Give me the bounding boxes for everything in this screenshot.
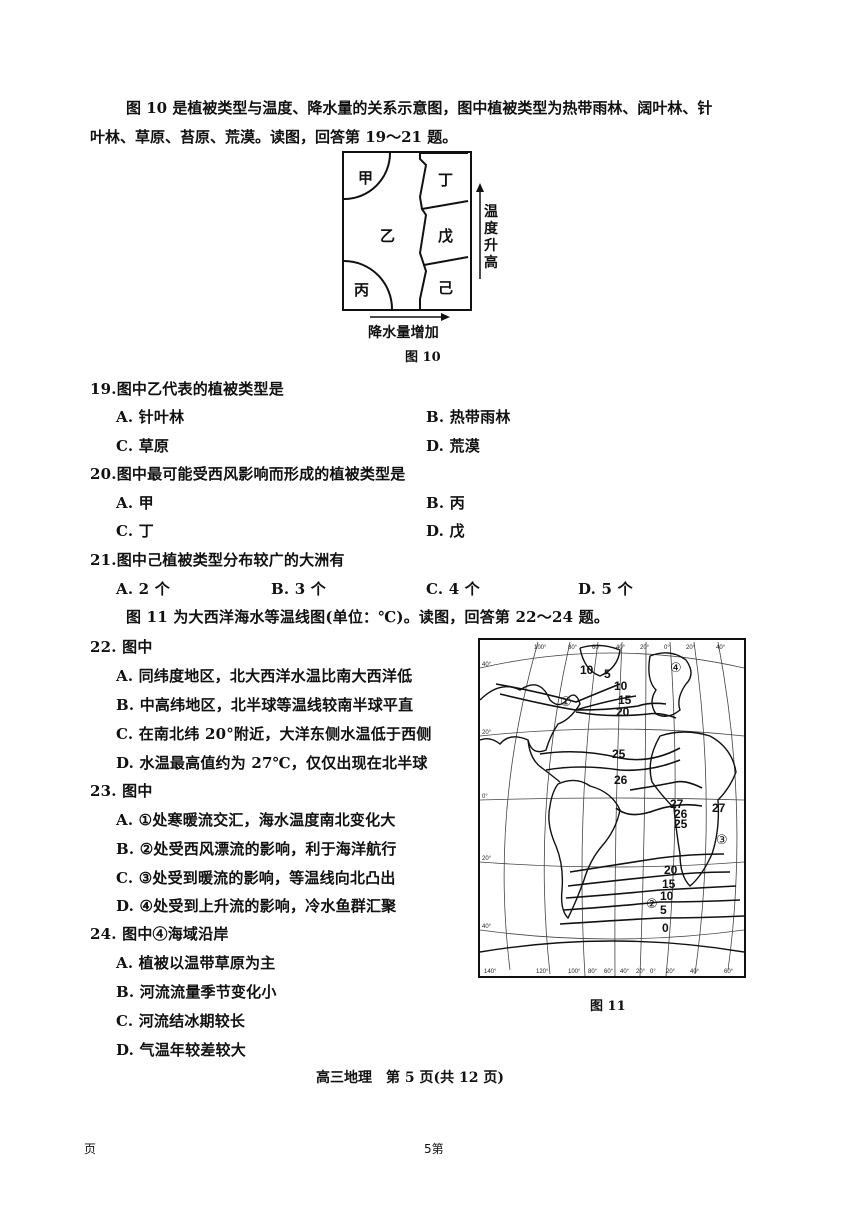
label-bing: 丙	[354, 281, 370, 299]
q19-option-d: D. 荒漠	[426, 437, 480, 455]
lon-top-7: 40°	[716, 645, 726, 651]
lon-bottom-7: 0°	[650, 969, 656, 975]
lon-top-2: 60°	[592, 645, 602, 651]
label-jia: 甲	[358, 169, 374, 187]
q23-option-c: C. ③处受到暖流的影响，等温线向北凸出	[116, 869, 396, 887]
marker-3: ③	[716, 833, 728, 848]
lat-3: 20°	[482, 856, 492, 862]
q19-option-a: A. 针叶林	[116, 408, 185, 426]
q24-option-a: A. 植被以温带草原为主	[116, 954, 276, 972]
q20-option-b: B. 丙	[426, 494, 465, 512]
isotherm-label-0: 0	[662, 921, 669, 935]
isotherm-label-5s: 5	[660, 903, 667, 917]
atlantic-map-svg: 10 5 10 15 20 25 26 27 26 25 27 20 15 10…	[480, 641, 744, 976]
isotherm-label-27a: 27	[670, 797, 684, 811]
intro-fig10-line1: 图 10 是植被类型与温度、降水量的关系示意图，图中植被类型为热带雨林、阔叶林、…	[126, 99, 713, 117]
y-axis-label: 温度升高	[484, 204, 499, 271]
isotherm-label-15s: 15	[662, 877, 676, 891]
intro-fig11: 图 11 为大西洋海水等温线图(单位：℃)。读图，回答第 22～24 题。	[126, 608, 610, 626]
intro-fig10-line2: 叶林、草原、苔原、荒漠。读图，回答第 19～21 题。	[90, 128, 458, 146]
lon-bottom-2: 100°	[568, 969, 581, 975]
figure-10-caption: 图 10	[405, 350, 441, 365]
q19-option-c: C. 草原	[116, 437, 170, 455]
isotherm-label-26b: 26	[674, 807, 688, 821]
q23-stem: 23. 图中	[90, 782, 153, 800]
lon-bottom-1: 120°	[536, 969, 549, 975]
isotherm-label-20: 20	[616, 705, 630, 719]
q23-option-a: A. ①处寒暖流交汇，海水温度南北变化大	[116, 811, 396, 829]
q24-stem: 24. 图中④海域沿岸	[90, 925, 229, 943]
q20-option-c: C. 丁	[116, 522, 154, 540]
isotherm-label-20s: 20	[664, 863, 678, 877]
q21-option-b: B. 3 个	[271, 580, 326, 598]
lon-bottom-6: 20°	[636, 969, 646, 975]
isotherm-label-5: 5	[604, 667, 611, 681]
lon-top-5: 0°	[664, 645, 670, 651]
isotherm-label-26: 26	[614, 773, 628, 787]
isotherm-label-10b: 10	[614, 679, 628, 693]
q21-stem: 21.图中己植被类型分布较广的大洲有	[90, 551, 345, 569]
q21-option-a: A. 2 个	[116, 580, 170, 598]
marker-2: ②	[646, 897, 658, 912]
precipitation-arrow	[370, 313, 450, 321]
q22-option-c: C. 在南北纬 20°附近，大洋东侧水温低于西侧	[116, 725, 432, 743]
lon-bottom-9: 40°	[690, 969, 700, 975]
lon-top-0: 100°	[534, 645, 547, 651]
q19-stem: 19.图中乙代表的植被类型是	[90, 380, 284, 398]
lon-bottom-3: 80°	[588, 969, 598, 975]
lat-1: 20°	[482, 730, 492, 736]
figure-11-caption: 图 11	[590, 999, 626, 1014]
lon-top-6: 20°	[686, 645, 696, 651]
isotherm-label-10s: 10	[660, 889, 674, 903]
lon-top-4: 20°	[640, 645, 650, 651]
q23-option-b: B. ②处受西风漂流的影响，利于海洋航行	[116, 840, 397, 858]
marker-4: ④	[670, 661, 682, 676]
q22-option-a: A. 同纬度地区，北大西洋水温比南大西洋低	[116, 667, 413, 685]
q20-option-d: D. 戊	[426, 522, 465, 540]
q20-option-a: A. 甲	[116, 494, 154, 512]
marker-1: ①	[560, 695, 572, 710]
q22-option-d: D. 水温最高值约为 27℃，仅仅出现在北半球	[116, 754, 428, 772]
lon-bottom-8: 20°	[666, 969, 676, 975]
isotherm-label-25b: 25	[674, 817, 688, 831]
q22-stem: 22. 图中	[90, 638, 153, 656]
q24-option-d: D. 气温年较差较大	[116, 1041, 246, 1059]
isotherm-label-25: 25	[612, 747, 626, 761]
label-yi: 乙	[380, 227, 396, 245]
page-footer: 高三地理 第 5 页(共 12 页)	[316, 1070, 504, 1086]
q21-option-c: C. 4 个	[426, 580, 480, 598]
lon-bottom-10: 60°	[724, 969, 734, 975]
isotherm-label-15: 15	[618, 693, 632, 707]
label-ji: 己	[438, 279, 454, 297]
lat-2: 0°	[482, 794, 488, 800]
lat-0: 40°	[482, 662, 492, 668]
label-ding: 丁	[438, 171, 454, 189]
lon-bottom-4: 60°	[604, 969, 614, 975]
q23-option-d: D. ④处受到上升流的影响，冷水鱼群汇聚	[116, 897, 397, 915]
q24-option-c: C. 河流结冰期较长	[116, 1012, 246, 1030]
lat-4: 40°	[482, 924, 492, 930]
x-axis-label: 降水量增加	[368, 325, 439, 341]
temperature-arrow	[476, 183, 484, 279]
q21-option-d: D. 5 个	[578, 580, 633, 598]
q24-option-b: B. 河流流量季节变化小	[116, 983, 277, 1001]
lon-top-3: 40°	[616, 645, 626, 651]
q19-option-b: B. 热带雨林	[426, 408, 511, 426]
figure-10-shapes	[344, 153, 469, 309]
page-foot-center: 5第	[424, 1142, 444, 1156]
lon-top-1: 80°	[568, 645, 578, 651]
q22-option-b: B. 中高纬地区，北半球等温线较南半球平直	[116, 696, 414, 714]
lon-bottom-5: 40°	[620, 969, 630, 975]
q20-stem: 20.图中最可能受西风影响而形成的植被类型是	[90, 465, 406, 483]
lon-bottom-0: 140°	[484, 969, 497, 975]
isotherm-label-10a: 10	[580, 663, 594, 677]
label-wu: 戊	[438, 227, 454, 245]
figure-10-diagram: 甲 乙 丙 丁 戊 己	[342, 151, 472, 311]
page-foot-left: 页	[84, 1142, 97, 1156]
figure-11-map: 10 5 10 15 20 25 26 27 26 25 27 20 15 10…	[478, 638, 746, 978]
isotherm-label-27b: 27	[712, 801, 726, 815]
